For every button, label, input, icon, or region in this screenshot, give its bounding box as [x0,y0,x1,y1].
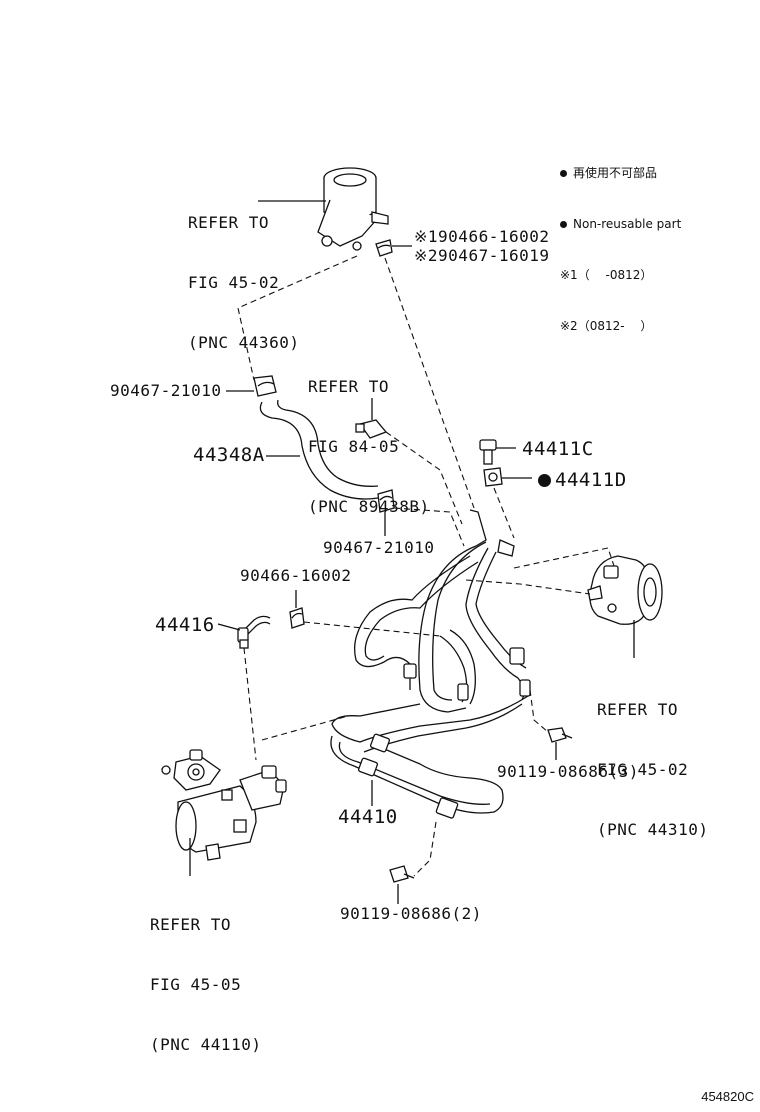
legend: 再使用不可部品 Non-reusable part ※1（ -0812） ※2（… [560,131,681,352]
dash-reservoir-clamp-to-return [384,257,475,509]
clamp-21010-top-label[interactable]: 90467-21010 [110,381,222,400]
hose-clamp-top-icon [253,375,277,397]
filled-dot-icon [560,221,567,228]
switch-ref-label: REFER TO FIG 84-05 (PNC 89438B) [308,337,430,537]
clamp-16002-label[interactable]: 90466-16002 [240,566,352,585]
gear-ref-line2: FIG 45-05 [150,975,242,994]
dash-switch [385,431,463,525]
dash-bolt-to-pump [493,487,515,539]
clamp-reservoir-icon [375,239,393,257]
clamp-16002-icon [289,607,305,629]
switch-ref-line3: (PNC 89438B) [308,497,430,516]
gear-ref-label: REFER TO FIG 45-05 (PNC 44110) [150,875,261,1075]
tube-44410-label[interactable]: 44410 [338,806,398,828]
pump-ref-line3: (PNC 44310) [597,820,709,839]
pump-ref-line1: REFER TO [597,700,679,719]
hose-44348A-label[interactable]: 44348A [193,444,265,466]
pump-ref-label: REFER TO FIG 45-02 (PNC 44310) [597,660,708,860]
dash-clamp-16002 [303,621,441,637]
legend-en-text: Non-reusable part [573,217,682,231]
dash-bolt2 [413,821,437,877]
filled-dot-icon [560,170,567,177]
clamp-note2-label[interactable]: ※290467-16019 [414,246,550,265]
gear-ref-line1: REFER TO [150,915,232,934]
bolt-3-label[interactable]: 90119-08686(3) [497,762,639,781]
gasket-44411D-label[interactable]: 44411D [538,469,627,491]
gasket-44411D-text: 44411D [555,469,627,491]
bolt-3-icon [547,727,573,743]
dash-reservoir-to-clamp [237,255,358,381]
pressure-switch-icon [355,419,388,439]
tube-44416-label[interactable]: 44416 [155,614,215,636]
reservoir-ref-line2: FIG 45-02 [188,273,280,292]
dash-pump-side [465,579,591,595]
gear-ref-line3: (PNC 44110) [150,1035,262,1054]
dash-pump-top [513,547,615,569]
reservoir-ref-label: REFER TO FIG 45-02 (PNC 44360) [188,173,299,373]
switch-ref-line2: FIG 84-05 [308,437,400,456]
pressure-tube-assembly [330,509,531,819]
reservoir-tank [317,167,389,251]
reservoir-ref-line3: (PNC 44360) [188,333,300,352]
legend-note-1: ※1（ -0812） [560,268,653,282]
reservoir-ref-line1: REFER TO [188,213,270,232]
dash-bolt3 [529,689,549,733]
suction-hose [259,401,379,500]
gasket-icon [483,467,503,487]
clamp-21010-bottom-label[interactable]: 90467-21010 [323,538,435,557]
switch-ref-line1: REFER TO [308,377,390,396]
union-bolt-icon [479,439,497,465]
bolt-2-label[interactable]: 90119-08686(2) [340,904,482,923]
dash-gear-to-tube [261,715,349,741]
steering-gear-box [161,749,287,861]
non-reusable-dot-icon [538,474,551,487]
return-tube [237,615,271,649]
legend-non-reusable-en: Non-reusable part [560,216,681,233]
bolt-2-icon [389,865,415,883]
clamp-note1-label[interactable]: ※190466-16002 [414,227,550,246]
pump-ref-line2: FIG 45-02 [597,760,689,779]
legend-jp-text: 再使用不可部品 [573,166,658,180]
legend-non-reusable-jp: 再使用不可部品 [560,165,681,182]
dash-44416-to-gear [243,647,257,761]
legend-note-2: ※2（0812- ） [560,319,653,333]
dash-hose-to-pump [393,507,465,547]
leader-44416 [217,623,241,631]
bolt-44411C-label[interactable]: 44411C [522,438,594,460]
figure-id: 454820C [701,1089,754,1104]
hose-clamp-bottom-icon [377,489,395,513]
power-steering-pump [587,555,663,625]
